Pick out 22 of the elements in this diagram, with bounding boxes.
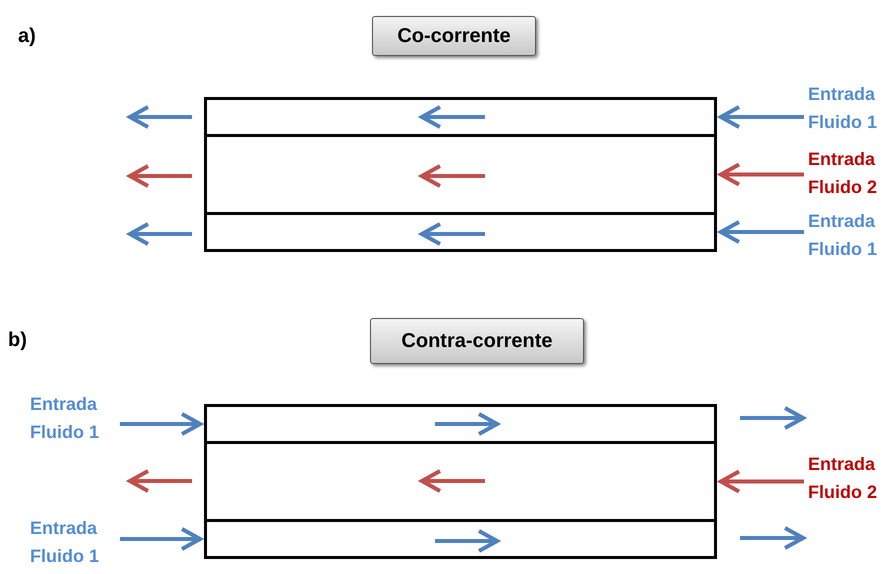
inlet-arrow — [719, 220, 804, 244]
channel-box — [204, 441, 717, 522]
inlet-arrow — [719, 470, 804, 494]
inlet-label: Entrada Fluido 1 — [808, 207, 894, 267]
channel-box — [204, 404, 717, 444]
channel-box — [204, 519, 717, 559]
inlet-label: Entrada Fluido 1 — [30, 514, 116, 574]
channel-box — [204, 134, 717, 215]
inlet-label: Entrada Fluido 2 — [808, 450, 894, 510]
inlet-label: Entrada Fluido 1 — [30, 390, 116, 450]
inlet-arrow — [719, 105, 804, 129]
inlet-label: Entrada Fluido 2 — [808, 145, 894, 205]
inlet-label: Entrada Fluido 1 — [808, 80, 894, 140]
channel-box — [204, 212, 717, 252]
channel-box — [204, 97, 717, 137]
panel-label: b) — [8, 328, 27, 353]
title-box: Contra-corrente — [370, 318, 584, 364]
title-box: Co-corrente — [372, 16, 536, 56]
inlet-arrow — [120, 527, 202, 551]
inlet-arrow — [719, 162, 804, 186]
inlet-arrow — [120, 412, 202, 436]
panel-label: a) — [18, 24, 36, 49]
